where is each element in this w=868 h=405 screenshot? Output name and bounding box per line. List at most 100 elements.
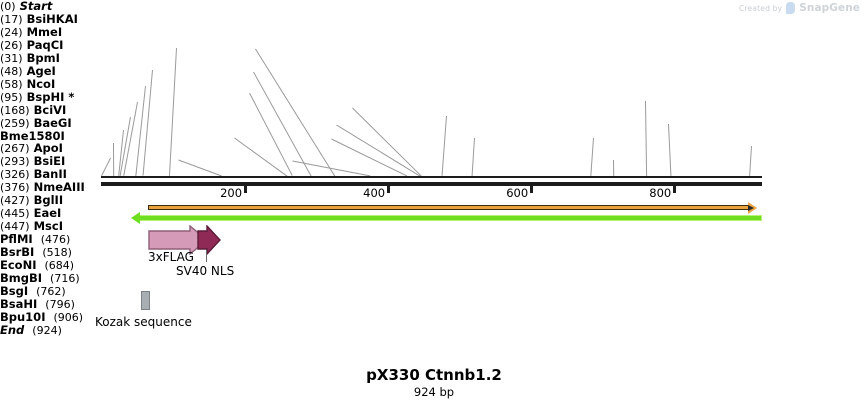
snapgene-watermark: Created by SnapGene bbox=[739, 2, 860, 14]
restriction-site-name: EaeI bbox=[33, 206, 62, 220]
restriction-site-position: (24) bbox=[0, 26, 23, 39]
watermark-brand: SnapGene bbox=[799, 2, 860, 14]
feature-sv40-nls-arrow[interactable] bbox=[197, 225, 221, 255]
plasmid-title: pX330 Ctnnb1.2 bbox=[366, 366, 502, 384]
restriction-site-position: (293) bbox=[0, 155, 30, 168]
restriction-site-position: (716) bbox=[50, 272, 80, 285]
restriction-site-name: PaqCI bbox=[26, 38, 64, 52]
ruler-tick bbox=[244, 186, 247, 193]
restriction-site-label[interactable]: (376) NmeAIII bbox=[0, 181, 868, 194]
restriction-site-position: (267) bbox=[0, 142, 30, 155]
restriction-site-position: (326) bbox=[0, 168, 30, 181]
restriction-site-name: BciVI bbox=[33, 103, 67, 117]
restriction-site-label[interactable]: (58) NcoI bbox=[0, 78, 868, 91]
restriction-site-label[interactable]: (259) BaeGI bbox=[0, 117, 868, 130]
restriction-site-position: (0) bbox=[0, 0, 16, 13]
restriction-site-name: BsrBI bbox=[0, 245, 35, 259]
restriction-site-label[interactable]: BsgI (762) bbox=[0, 285, 868, 298]
orf-reverse-arrowhead-icon bbox=[131, 212, 140, 224]
plasmid-size: 924 bp bbox=[413, 385, 455, 399]
restriction-site-position: (518) bbox=[42, 246, 72, 259]
restriction-site-label[interactable]: (447) MscI bbox=[0, 220, 868, 233]
feature-kozak-box[interactable] bbox=[141, 291, 150, 310]
restriction-site-name: BsiEI bbox=[33, 154, 66, 168]
restriction-site-label[interactable]: (0) Start bbox=[0, 0, 868, 13]
restriction-site-name: BglII bbox=[33, 193, 64, 207]
restriction-site-label[interactable]: End (924) bbox=[0, 324, 868, 337]
restriction-site-position: (17) bbox=[0, 13, 23, 26]
restriction-site-label[interactable]: (427) BglII bbox=[0, 194, 868, 207]
restriction-site-position: (447) bbox=[0, 220, 30, 233]
restriction-site-position: (427) bbox=[0, 194, 30, 207]
restriction-site-name: EcoNI bbox=[0, 258, 37, 272]
snapgene-logo-icon bbox=[786, 2, 796, 14]
restriction-site-name: AgeI bbox=[26, 64, 56, 78]
restriction-site-position: (924) bbox=[32, 324, 62, 337]
restriction-site-label[interactable]: Bpu10I (906) bbox=[0, 311, 868, 324]
restriction-site-position: (95) bbox=[0, 91, 23, 104]
restriction-site-name: End bbox=[0, 323, 25, 337]
restriction-site-name: Bpu10I bbox=[0, 310, 46, 324]
restriction-site-name: Bme1580I bbox=[0, 129, 65, 143]
restriction-site-position: (906) bbox=[53, 311, 84, 324]
feature-kozak-label: Kozak sequence bbox=[95, 315, 192, 329]
restriction-site-name: ApoI bbox=[33, 141, 63, 155]
restriction-site-position: (796) bbox=[45, 298, 75, 311]
restriction-site-label[interactable]: (445) EaeI bbox=[0, 207, 868, 220]
restriction-site-name: MscI bbox=[33, 219, 63, 233]
feature-3xflag-label: 3xFLAG bbox=[148, 250, 194, 264]
ruler-tick bbox=[530, 186, 533, 193]
restriction-site-label[interactable]: (267) ApoI bbox=[0, 142, 868, 155]
restriction-site-position: (58) bbox=[0, 78, 23, 91]
restriction-site-position: (168) bbox=[0, 104, 30, 117]
feature-sv40-nls-label: SV40 NLS bbox=[176, 264, 235, 278]
restriction-site-leader-line bbox=[613, 159, 615, 177]
ruler-line-thin bbox=[101, 176, 762, 178]
restriction-site-name: BanII bbox=[33, 167, 67, 181]
restriction-site-position: (376) bbox=[0, 181, 30, 194]
restriction-site-label[interactable]: PflMI (476) bbox=[0, 233, 868, 246]
orf-forward-bar[interactable] bbox=[148, 205, 749, 210]
restriction-site-position: (445) bbox=[0, 207, 30, 220]
restriction-site-label[interactable]: (95) BspHI * bbox=[0, 91, 868, 104]
restriction-site-label[interactable]: Bme1580I bbox=[0, 130, 868, 142]
ruler-tick-label: 600 bbox=[506, 186, 529, 200]
restriction-site-label[interactable]: EcoNI (684) bbox=[0, 259, 868, 272]
restriction-site-position: (684) bbox=[44, 259, 75, 272]
ruler-line-thick bbox=[101, 182, 762, 186]
orf-reverse-bar[interactable] bbox=[139, 215, 762, 221]
restriction-site-label[interactable]: (326) BanII bbox=[0, 168, 868, 181]
restriction-site-name: Start bbox=[19, 0, 53, 13]
restriction-site-name: BmgBI bbox=[0, 271, 43, 285]
restriction-site-name: NmeAIII bbox=[33, 180, 85, 194]
restriction-site-position: (259) bbox=[0, 117, 30, 130]
restriction-site-position: (762) bbox=[36, 285, 66, 298]
restriction-site-label[interactable]: BmgBI (716) bbox=[0, 272, 868, 285]
restriction-site-position: (476) bbox=[40, 233, 71, 246]
restriction-site-name: PflMI bbox=[0, 232, 33, 246]
ruler-tick-label: 800 bbox=[649, 186, 672, 200]
restriction-site-label[interactable]: (26) PaqCI bbox=[0, 39, 868, 52]
restriction-site-label[interactable]: (17) BsiHKAI bbox=[0, 13, 868, 26]
restriction-site-label[interactable]: (48) AgeI bbox=[0, 65, 868, 78]
restriction-site-leader-line bbox=[113, 142, 115, 177]
restriction-site-label[interactable]: (168) BciVI bbox=[0, 104, 868, 117]
restriction-site-name: NcoI bbox=[26, 77, 56, 91]
restriction-site-position: (48) bbox=[0, 65, 23, 78]
restriction-site-label[interactable]: (24) MmeI bbox=[0, 26, 868, 39]
ruler-tick bbox=[387, 186, 390, 193]
ruler-tick bbox=[673, 186, 676, 193]
restriction-site-position: (26) bbox=[0, 39, 23, 52]
restriction-site-name: BspHI * bbox=[26, 90, 75, 104]
restriction-site-position: (31) bbox=[0, 52, 23, 65]
restriction-site-label[interactable]: BsaHI (796) bbox=[0, 298, 868, 311]
restriction-site-label[interactable]: (31) BpmI bbox=[0, 52, 868, 65]
restriction-site-label[interactable]: BsrBI (518) bbox=[0, 246, 868, 259]
feature-sv40-nls-leader bbox=[206, 250, 207, 262]
restriction-site-name: BpmI bbox=[26, 51, 60, 65]
ruler-tick-label: 400 bbox=[363, 186, 386, 200]
restriction-site-name: BsaHI bbox=[0, 297, 38, 311]
restriction-site-name: BaeGI bbox=[33, 116, 72, 130]
restriction-site-label[interactable]: (293) BsiEI bbox=[0, 155, 868, 168]
orf-forward-arrowhead-inner-icon bbox=[748, 204, 754, 211]
